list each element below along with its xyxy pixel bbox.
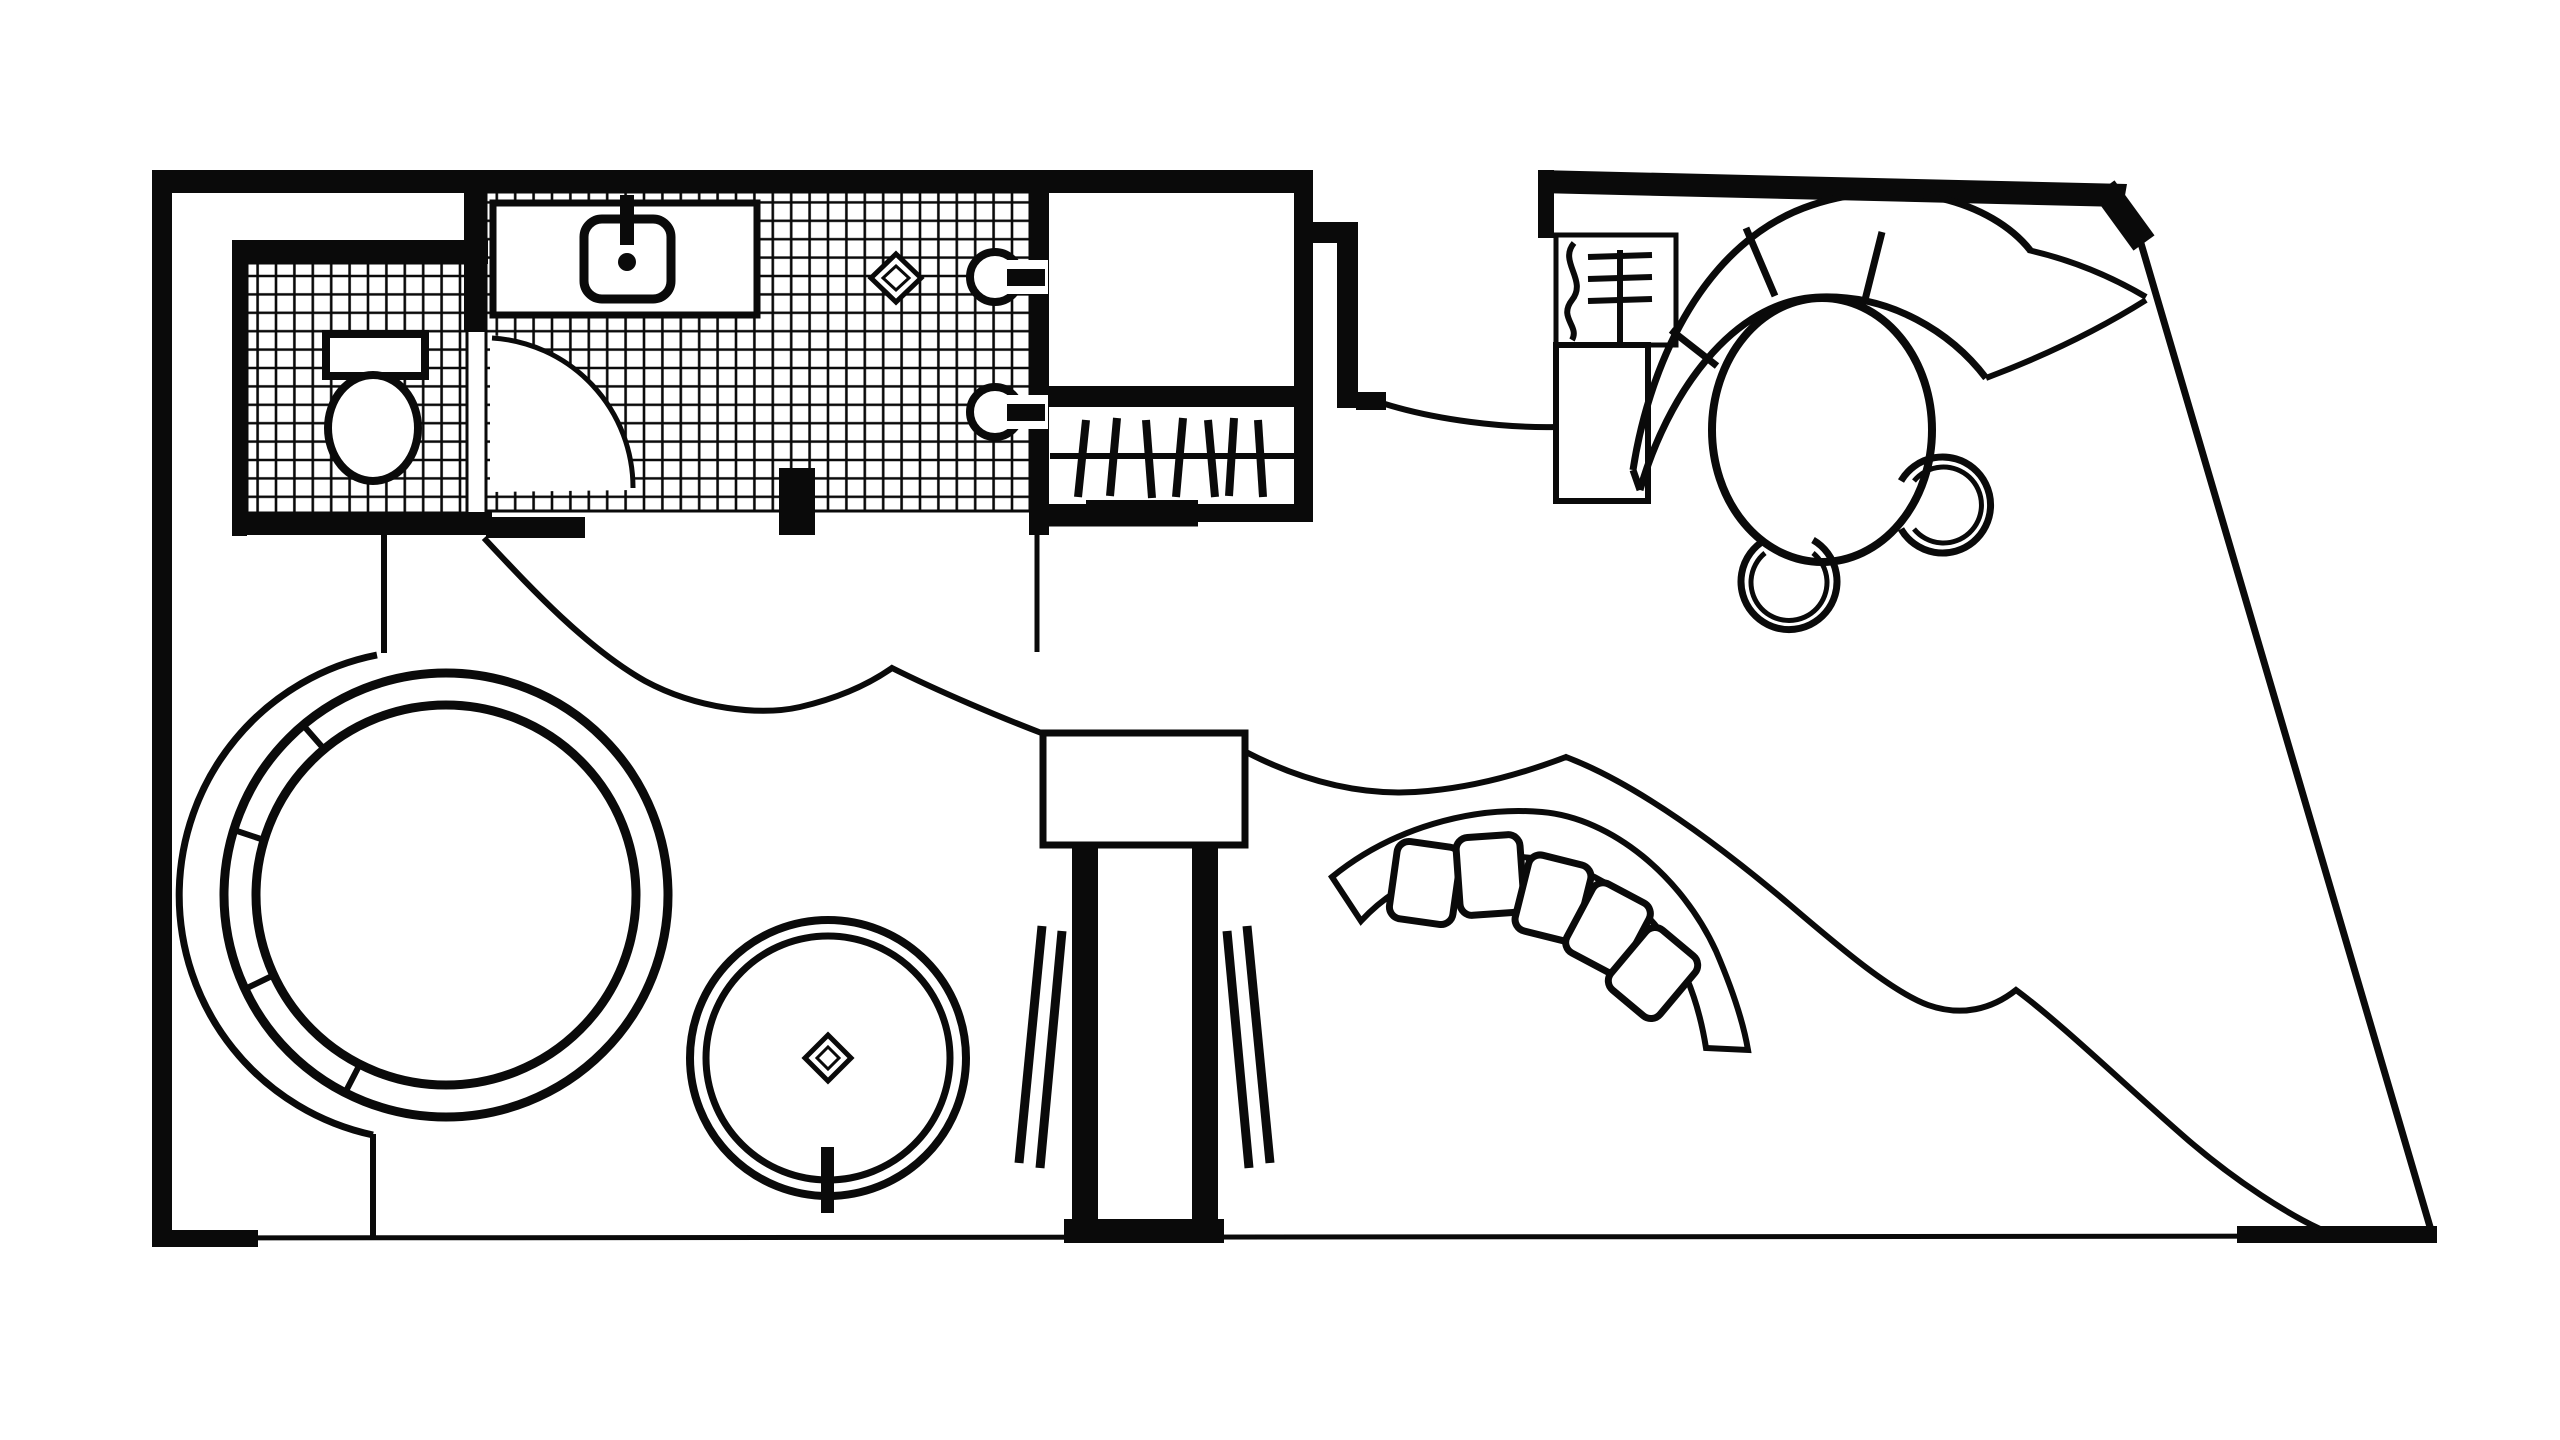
bath-south-pier bbox=[779, 468, 815, 535]
vestibule-wall-h2 bbox=[1356, 392, 1386, 410]
vestibule-curve bbox=[1384, 401, 1557, 431]
lounge-top-wall bbox=[1538, 170, 2127, 207]
sink-drain-dot bbox=[618, 253, 636, 271]
heater-squiggle bbox=[1564, 241, 1580, 342]
closet-hanger bbox=[1225, 417, 1238, 497]
hot-tub-seat-divider bbox=[233, 827, 265, 843]
banquette-outer-edge bbox=[1629, 188, 2033, 471]
heater-fin bbox=[1587, 296, 1653, 304]
closet-hanger bbox=[1106, 417, 1121, 497]
banquette-seat-divider bbox=[1742, 226, 1779, 298]
chair-south-inner bbox=[1748, 551, 1830, 623]
floor-drain-diamond-inner bbox=[880, 263, 912, 293]
closet-hanger bbox=[1204, 419, 1219, 498]
chair-east-outer bbox=[1897, 453, 1995, 557]
bottom-wall-line bbox=[156, 1233, 2438, 1241]
vanity-wall-stub bbox=[464, 190, 487, 332]
hot-tub-outer-step-arc bbox=[175, 651, 378, 1139]
pool-edge-west bbox=[481, 535, 1046, 737]
banquette-end-cap bbox=[1629, 468, 1644, 492]
closet-divider-wall bbox=[1044, 386, 1296, 407]
closet-hanger bbox=[1172, 417, 1187, 498]
right-wall-slanted bbox=[2136, 239, 2437, 1238]
bath-south-wall-jog bbox=[486, 517, 585, 538]
hot-tub-seat-divider bbox=[342, 1062, 363, 1095]
chair-south-outer bbox=[1737, 536, 1841, 634]
shower-valve-upper-arm bbox=[1007, 269, 1045, 286]
closet-bottom-wall bbox=[1044, 504, 1296, 522]
dining-table bbox=[1708, 294, 1936, 566]
hot-tub-basin bbox=[251, 700, 641, 1090]
wc-top-wall bbox=[232, 240, 488, 264]
bench-cushion bbox=[1385, 837, 1465, 929]
banquette-wall-connector-outer bbox=[2027, 247, 2148, 300]
bath-closet-party-wall bbox=[1029, 170, 1049, 535]
toilet-bowl bbox=[324, 371, 422, 485]
banquette-seat-divider bbox=[1861, 231, 1886, 301]
chair-east-inner bbox=[1912, 464, 1984, 546]
heater-fin bbox=[1587, 274, 1653, 282]
pivot-panel-right bbox=[1222, 930, 1254, 1169]
lounge-corner-chamfer bbox=[2093, 180, 2155, 251]
hot-tub-seat-divider bbox=[300, 723, 327, 751]
wall-top bbox=[152, 170, 1313, 193]
wc-bottom-wall bbox=[232, 512, 492, 535]
pivot-panel-right bbox=[1242, 925, 1275, 1164]
shower-valve-lower-arm bbox=[1007, 404, 1045, 421]
column-cap-box bbox=[1039, 729, 1249, 849]
closet-right-wall bbox=[1294, 170, 1313, 522]
bench-cushion bbox=[1452, 831, 1528, 919]
toilet-tank bbox=[322, 330, 429, 380]
banquette-seat-divider bbox=[1668, 327, 1720, 369]
door-swing-clearance bbox=[490, 335, 634, 492]
platform-tick bbox=[821, 1147, 834, 1213]
vestibule-wall-h1 bbox=[1313, 222, 1358, 243]
pool-edge-east bbox=[1244, 749, 2322, 1232]
vestibule-wall-v bbox=[1337, 243, 1358, 408]
sink-faucet bbox=[620, 195, 634, 245]
bath-door-swing-arc bbox=[491, 335, 636, 489]
lounge-top-wall-stub bbox=[1538, 170, 1554, 238]
closet-hanger bbox=[1074, 419, 1090, 498]
pivot-panel-left bbox=[1014, 925, 1047, 1164]
closet-hanger bbox=[1254, 419, 1267, 498]
bench-cushion bbox=[1604, 923, 1702, 1023]
hot-tub-seat-divider bbox=[243, 972, 276, 992]
wall-left bbox=[152, 170, 172, 1246]
closet-hanger bbox=[1142, 419, 1156, 499]
shaft-wall-right bbox=[1192, 845, 1218, 1223]
platform-drain-inner bbox=[814, 1044, 842, 1072]
pivot-panel-left bbox=[1035, 930, 1067, 1169]
platform-drain-diamond bbox=[801, 1031, 855, 1085]
wc-left-wall bbox=[232, 240, 247, 536]
floor-drain-diamond bbox=[867, 250, 925, 306]
heater-fin bbox=[1587, 252, 1653, 260]
shaft-wall-left bbox=[1072, 845, 1098, 1223]
banquette-wall-connector-inner bbox=[1984, 297, 2148, 381]
